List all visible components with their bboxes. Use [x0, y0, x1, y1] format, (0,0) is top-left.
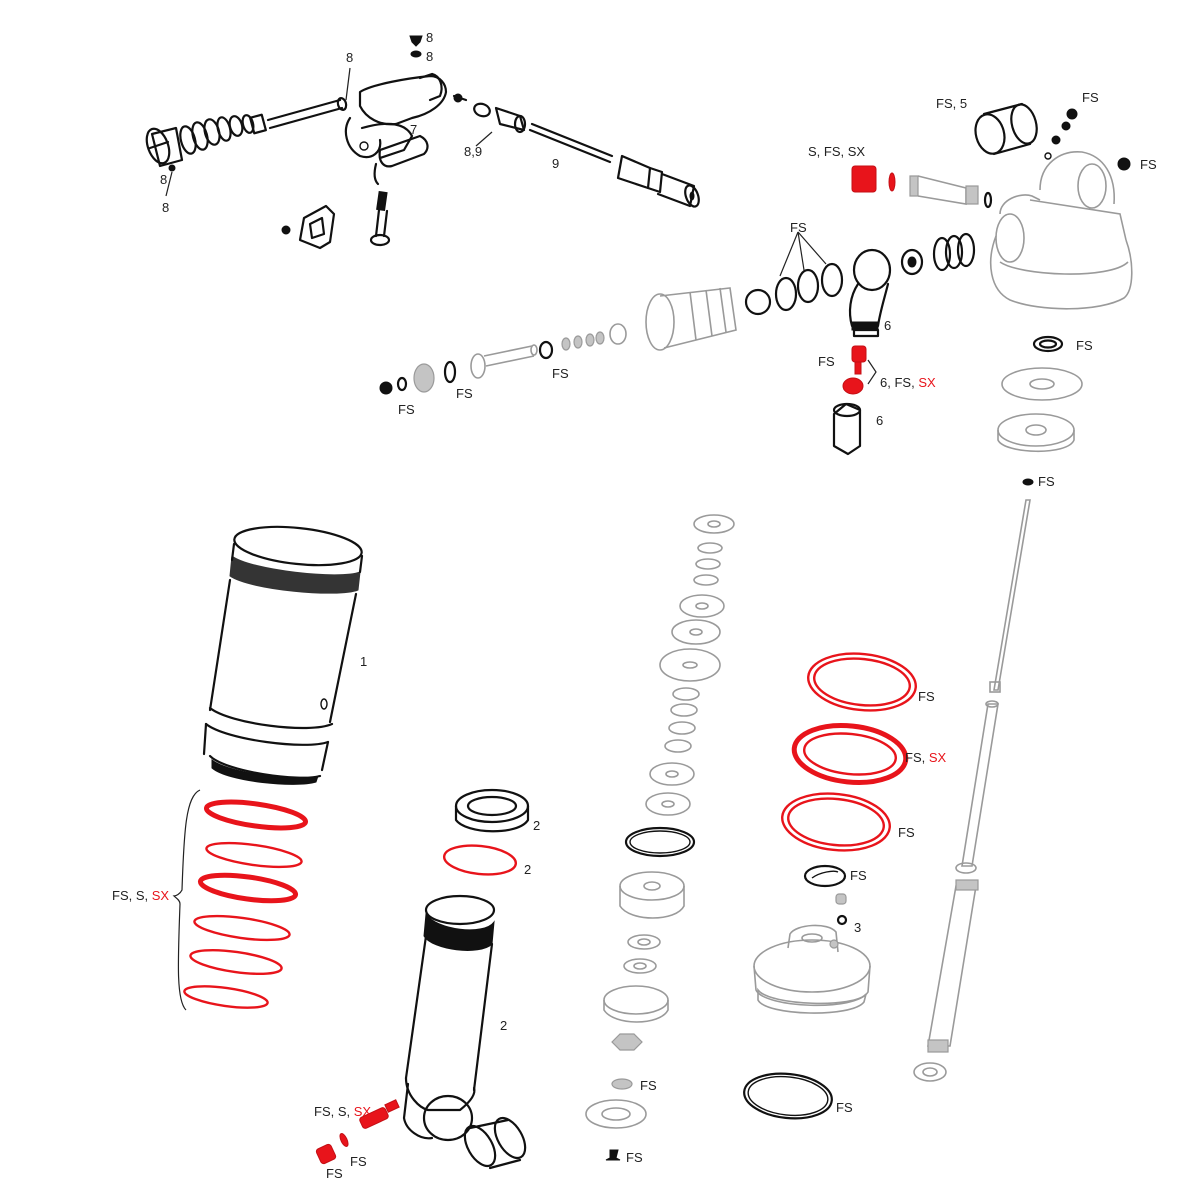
lever-assembly: 8 8 8 8 8 7 8,9 9 [145, 30, 700, 250]
label-part-8: 8 [160, 172, 167, 187]
red-piston-rings [781, 652, 917, 852]
seal-rings-group [744, 231, 844, 316]
label-part-3: 3 [854, 920, 861, 935]
label-red-ring: FS, SX [905, 750, 947, 765]
lever-rod [266, 97, 348, 130]
air-can [202, 525, 364, 785]
eyelet-head-assembly: FS, 5 FS FS S, FS, SX FS 6 FS 6, FS, SX … [744, 90, 1157, 456]
banjo-nut [832, 402, 862, 456]
label-shim-nut: FS [640, 1078, 657, 1093]
label-red-bolt-group: 6, FS, SX [880, 375, 936, 390]
grey-valve-stem [909, 175, 993, 209]
red-air-valve [315, 1099, 400, 1165]
label-part-8: 8 [162, 200, 169, 215]
reservoir-body [989, 151, 1133, 310]
label-part-8: 8 [426, 30, 433, 45]
lever-body [344, 72, 448, 186]
label-red-valve: S, FS, SX [808, 144, 865, 159]
compression-base [753, 924, 871, 1014]
label-small-oring: FS [1038, 474, 1055, 489]
label-valve-cap: FS [326, 1166, 343, 1181]
lever-clip [281, 204, 336, 250]
lever-spring [179, 113, 267, 155]
lever-bolt [369, 190, 391, 247]
right-shaft-column [913, 335, 1083, 1082]
red-ring-stack [172, 789, 309, 1011]
lever-right-parts [452, 93, 700, 208]
label-part-1: 1 [360, 654, 367, 669]
label-seal-rings: FS [790, 220, 807, 235]
label-red-ring: FS [918, 689, 935, 704]
label-part-8: 8 [346, 50, 353, 65]
lever-top-screw [409, 35, 423, 58]
label-part-7: 7 [410, 122, 417, 137]
shaft-assembly [379, 287, 737, 395]
label-shaft-oring: FS [552, 366, 569, 381]
label-shaft-end: FS [398, 402, 415, 417]
label-part-6: 6 [876, 413, 883, 428]
red-valve-cap [851, 165, 896, 193]
label-cap-screw-side: FS [1140, 157, 1157, 172]
label-part-9: 9 [552, 156, 559, 171]
lever-knob-cap [145, 126, 184, 168]
banjo-fitting [848, 232, 976, 338]
shaft-rod-grey [470, 344, 538, 379]
label-top-oring: FS [1076, 338, 1093, 353]
label-part-2: 2 [500, 1018, 507, 1033]
label-part-8: 8 [426, 49, 433, 64]
piston-grey [645, 287, 737, 351]
shim-stack [585, 514, 735, 1161]
label-red-air-valve: FS, S, SX [314, 1104, 371, 1119]
label-bushing: FS, 5 [936, 96, 967, 111]
label-part-2: 2 [533, 818, 540, 833]
red-bolt [842, 345, 877, 395]
label-shaft-washer: FS [456, 386, 473, 401]
bushing [974, 102, 1038, 156]
label-part-8-9: 8,9 [464, 144, 482, 159]
eyelet-bushing [463, 1116, 527, 1170]
label-red-ring: FS [898, 825, 915, 840]
seal-head [442, 788, 530, 876]
label-piston-oring: FS [850, 868, 867, 883]
label-part-2: 2 [524, 862, 531, 877]
label-ring-stack: FS, S, SX [112, 888, 169, 903]
label-cap-screws: FS [1082, 90, 1099, 105]
label-red-bolt: FS [818, 354, 835, 369]
label-large-oring: FS [836, 1100, 853, 1115]
label-valve-core: FS [350, 1154, 367, 1169]
label-part-6: 6 [884, 318, 891, 333]
damper-body [402, 894, 496, 1142]
label-shim-bolt: FS [626, 1150, 643, 1165]
